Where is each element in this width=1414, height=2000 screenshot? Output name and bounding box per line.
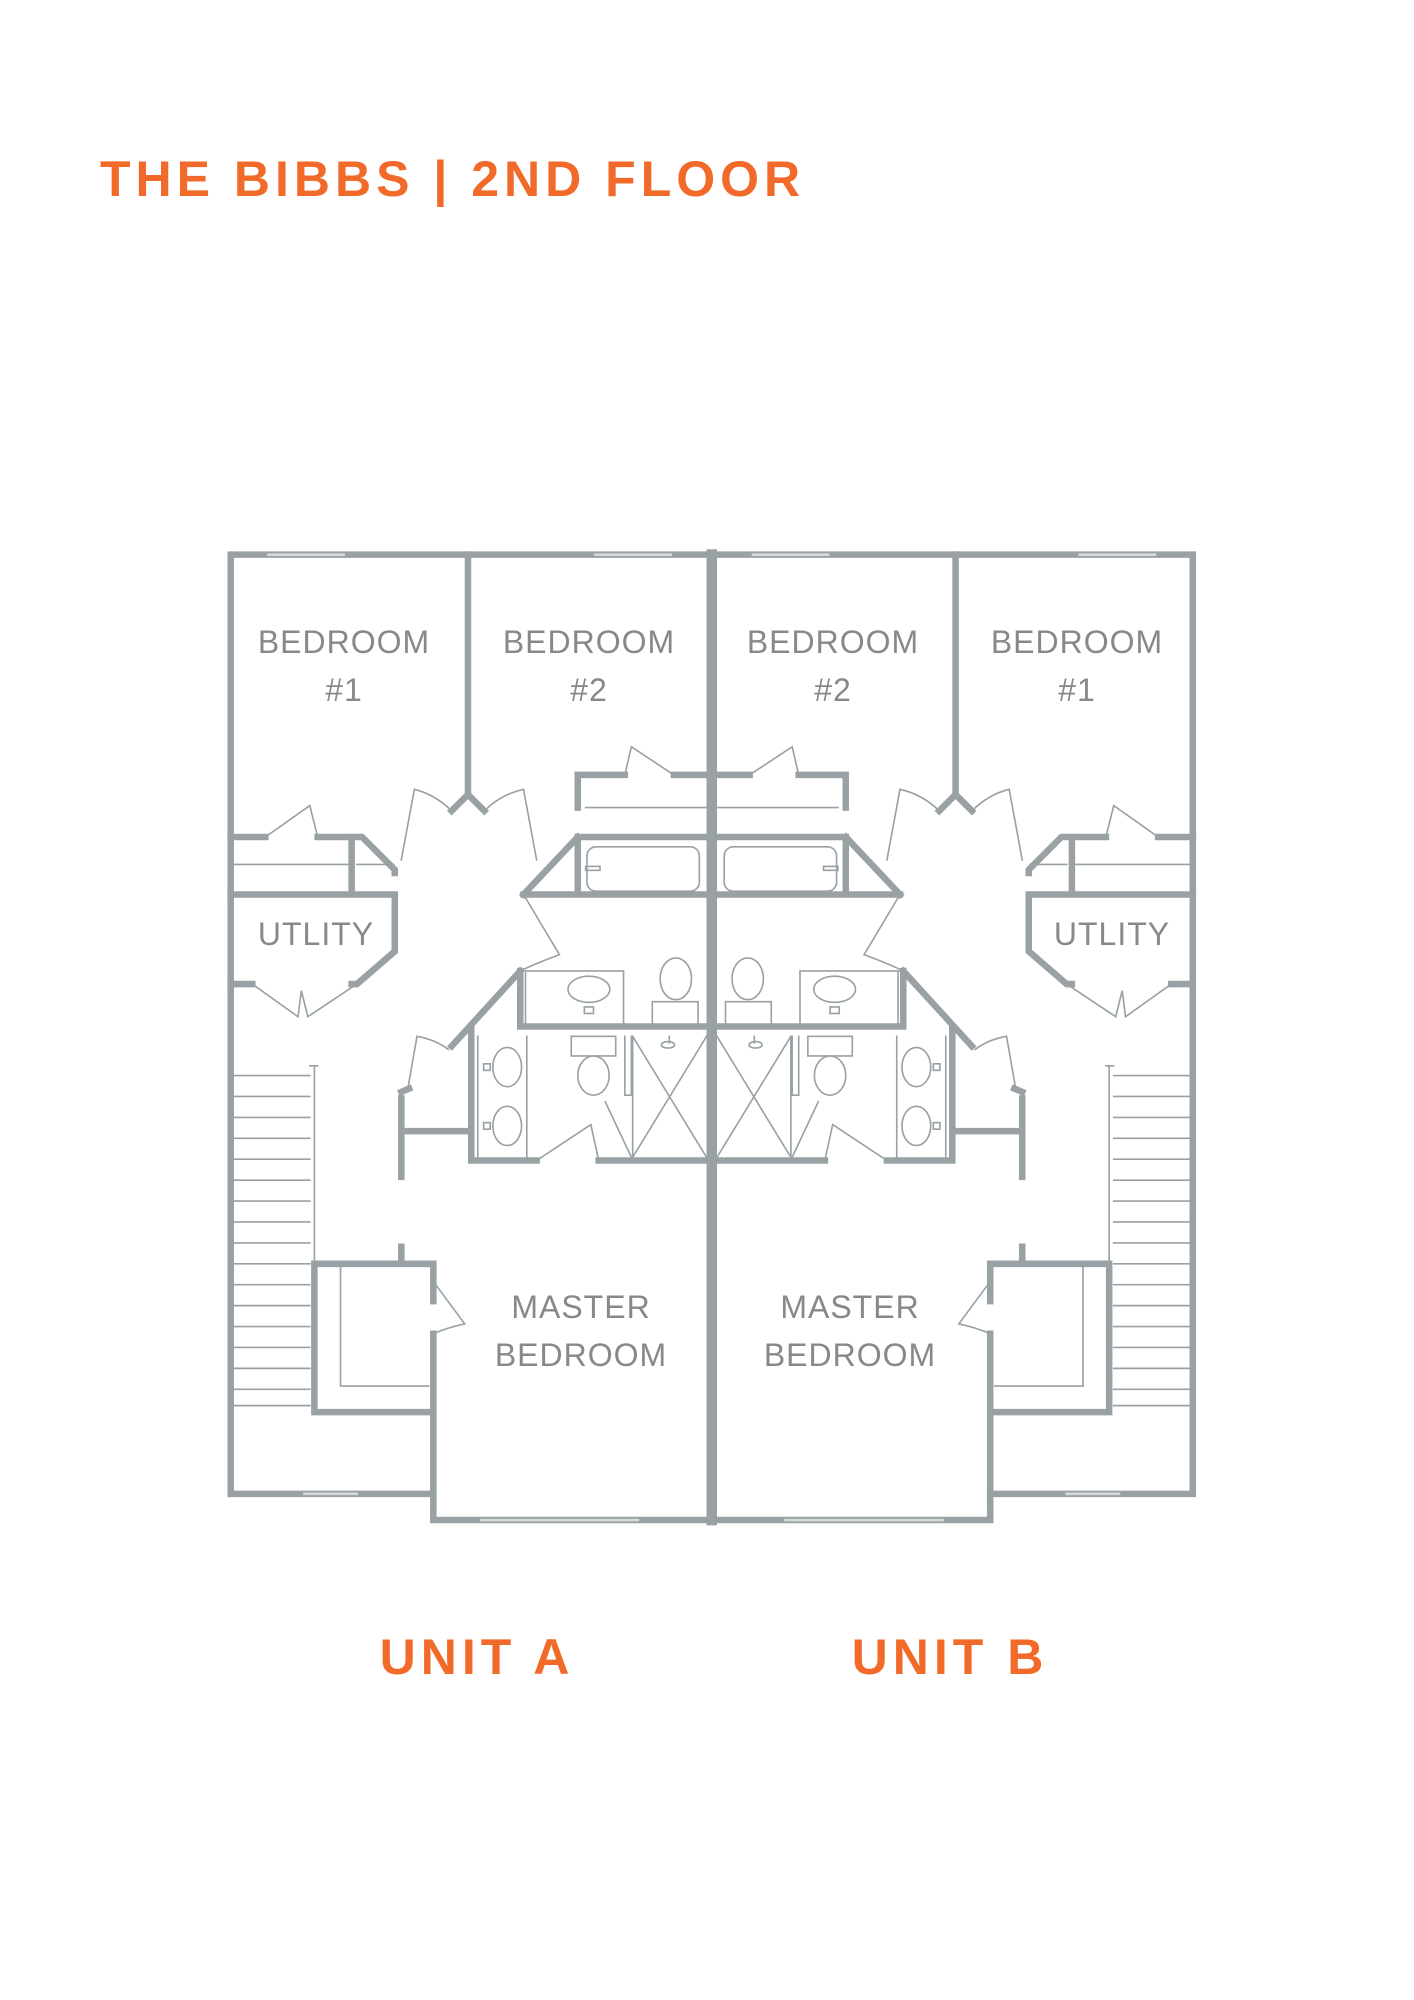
room-number: #1 bbox=[325, 672, 363, 708]
page-title: THE BIBBS | 2ND FLOOR bbox=[100, 151, 806, 207]
unit-a-label: UNIT A bbox=[379, 1629, 575, 1685]
room-label-unit-a-utility: UTLITY bbox=[258, 910, 374, 958]
room-number: #1 bbox=[1058, 672, 1096, 708]
unit-b-label: UNIT B bbox=[851, 1629, 1049, 1685]
room-name: UTLITY bbox=[257, 916, 375, 952]
room-name: MASTER bbox=[780, 1289, 920, 1325]
room-name: BEDROOM bbox=[257, 624, 431, 660]
room-label-unit-a-bedroom-1: BEDROOM #1 bbox=[258, 618, 430, 714]
room-label-unit-b-bedroom-2: BEDROOM #2 bbox=[747, 618, 919, 714]
room-name: UTLITY bbox=[1053, 916, 1171, 952]
room-label-unit-a-master-bedroom: MASTER BEDROOM bbox=[495, 1283, 667, 1379]
room-name: BEDROOM bbox=[746, 624, 920, 660]
room-label-unit-b-utility: UTLITY bbox=[1054, 910, 1170, 958]
room-number: #2 bbox=[814, 672, 852, 708]
room-name: MASTER bbox=[511, 1289, 651, 1325]
room-name: BEDROOM bbox=[502, 624, 676, 660]
room-number: #2 bbox=[570, 672, 608, 708]
room-label-unit-b-master-bedroom: MASTER BEDROOM bbox=[764, 1283, 936, 1379]
room-label-unit-a-bedroom-2: BEDROOM #2 bbox=[503, 618, 675, 714]
room-name: BEDROOM bbox=[990, 624, 1164, 660]
room-name: BEDROOM bbox=[763, 1337, 937, 1373]
room-label-unit-b-bedroom-1: BEDROOM #1 bbox=[991, 618, 1163, 714]
room-name: BEDROOM bbox=[494, 1337, 668, 1373]
